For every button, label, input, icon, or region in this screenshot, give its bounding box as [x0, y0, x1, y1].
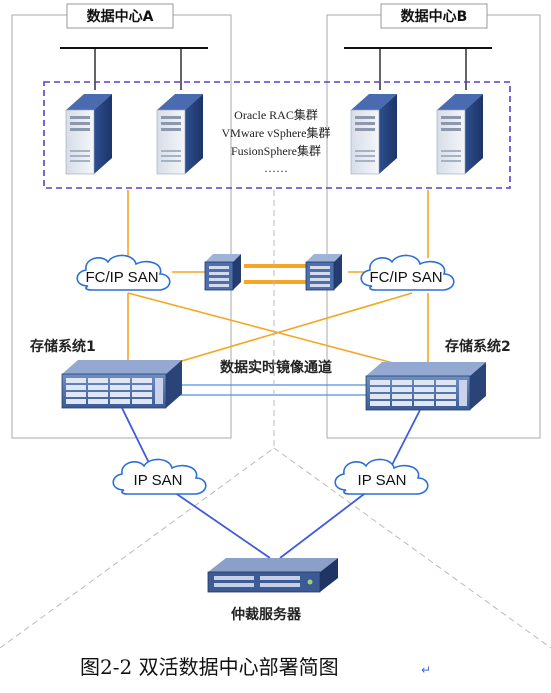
datacenter-a-title: 数据中心A [87, 8, 154, 25]
storage-system-2-label: 存储系统2 [445, 338, 511, 355]
datacenter-b-title-box [380, 3, 488, 29]
fc-ip-san-left-label: FC/IP SAN [85, 269, 158, 286]
fc-switch-b-icon [305, 253, 343, 291]
fc-ip-san-right-label: FC/IP SAN [369, 269, 442, 286]
server-a1-icon [65, 93, 113, 175]
ip-san-right-label: IP SAN [358, 472, 407, 489]
server-b2-icon [436, 93, 484, 175]
storage-system-2-icon [365, 361, 487, 411]
storage-system-1-label: 存储系统1 [30, 338, 96, 355]
datacenter-b-title: 数据中心B [401, 8, 468, 25]
cluster-line-ellipsis: …… [264, 161, 288, 175]
paragraph-mark-icon: ↵ [421, 663, 431, 677]
cluster-line-oracle: Oracle RAC集群 [234, 107, 318, 122]
cluster-line-vmware: VMware vSphere集群 [222, 125, 331, 140]
storage-system-1-icon [61, 359, 183, 409]
cluster-line-fusionsphere: FusionSphere集群 [231, 143, 321, 158]
server-b1-icon [350, 93, 398, 175]
quorum-server-label: 仲裁服务器 [231, 606, 302, 623]
datacenter-a-title-box [66, 3, 174, 29]
mirror-channel-label: 数据实时镜像通道 [220, 359, 332, 376]
quorum-server-icon [207, 558, 338, 593]
fc-switch-a-icon [204, 253, 242, 291]
ip-san-left-label: IP SAN [134, 472, 183, 489]
cluster-frame [43, 81, 511, 189]
figure-caption: 图2-2 双活数据中心部署简图 [80, 655, 339, 679]
server-a2-icon [156, 93, 204, 175]
